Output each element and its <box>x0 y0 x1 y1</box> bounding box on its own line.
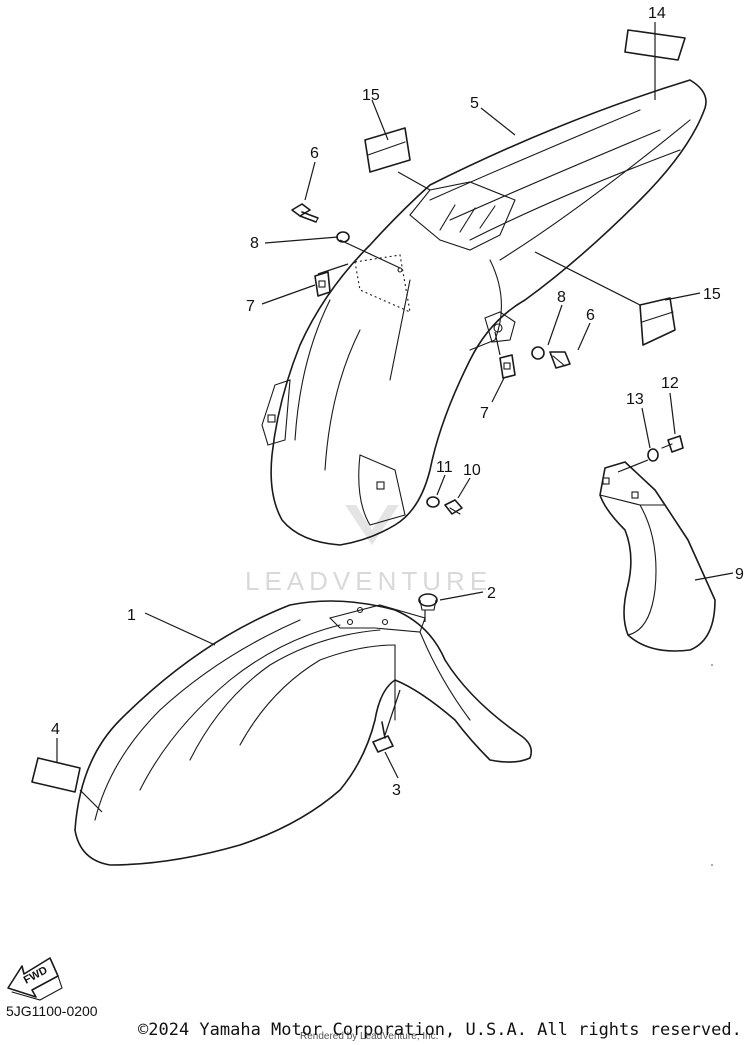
screw-12[interactable] <box>661 435 684 453</box>
callout-7-upper[interactable]: 7 <box>246 298 255 315</box>
bolt-6-upper[interactable] <box>291 203 319 223</box>
callout-15-upper[interactable]: 15 <box>362 87 380 104</box>
callout-5[interactable]: 5 <box>470 95 479 112</box>
callout-11[interactable]: 11 <box>436 459 453 476</box>
callout-6-lower[interactable]: 6 <box>586 307 595 324</box>
collar-8-lower[interactable] <box>531 346 545 360</box>
bolt-6-lower[interactable] <box>549 351 571 369</box>
callout-12[interactable]: 12 <box>661 375 679 392</box>
collar-8-upper[interactable] <box>336 231 350 243</box>
leader-lines <box>56 22 734 813</box>
callouts: 14 5 15 6 8 7 15 8 6 7 11 10 12 13 9 1 2… <box>51 5 744 799</box>
mud-flap[interactable] <box>599 461 716 652</box>
copyright-text: ©2024 Yamaha Motor Corporation, U.S.A. A… <box>138 1020 742 1040</box>
callout-6-upper[interactable]: 6 <box>310 145 319 162</box>
callout-13[interactable]: 13 <box>626 391 644 408</box>
washer-13[interactable] <box>647 448 659 462</box>
label-15-upper[interactable] <box>364 127 411 173</box>
fwd-arrow: FWD <box>7 957 63 1001</box>
label-14[interactable] <box>624 29 686 61</box>
rendered-by-text: Rendered by LeadVenture, Inc. <box>300 1031 439 1042</box>
nut-7-upper[interactable] <box>314 271 331 297</box>
callout-15-right[interactable]: 15 <box>703 286 721 303</box>
rear-fender[interactable] <box>261 79 707 546</box>
callout-2[interactable]: 2 <box>487 585 496 602</box>
callout-14[interactable]: 14 <box>648 5 666 22</box>
callout-4[interactable]: 4 <box>51 721 60 738</box>
bolt-10[interactable] <box>444 499 463 515</box>
nut-7-lower[interactable] <box>499 354 516 379</box>
watermark-text: LEADVENTURE <box>245 566 492 596</box>
callout-1[interactable]: 1 <box>127 607 136 624</box>
diagram-code: 5JG1100-0200 <box>6 1003 98 1019</box>
watermark: LEADVENTURE <box>245 505 492 596</box>
rivet-2[interactable] <box>418 593 438 611</box>
callout-3[interactable]: 3 <box>392 782 401 799</box>
label-4[interactable] <box>31 757 81 793</box>
callout-10[interactable]: 10 <box>463 462 481 479</box>
callout-8-upper[interactable]: 8 <box>250 235 259 252</box>
label-15-right[interactable] <box>639 297 676 346</box>
bolt-3[interactable] <box>372 721 394 753</box>
front-fender[interactable] <box>74 600 533 866</box>
callout-8-lower[interactable]: 8 <box>557 289 566 306</box>
collar-11[interactable] <box>426 496 440 508</box>
callout-7-lower[interactable]: 7 <box>480 405 489 422</box>
callout-9[interactable]: 9 <box>735 566 744 583</box>
